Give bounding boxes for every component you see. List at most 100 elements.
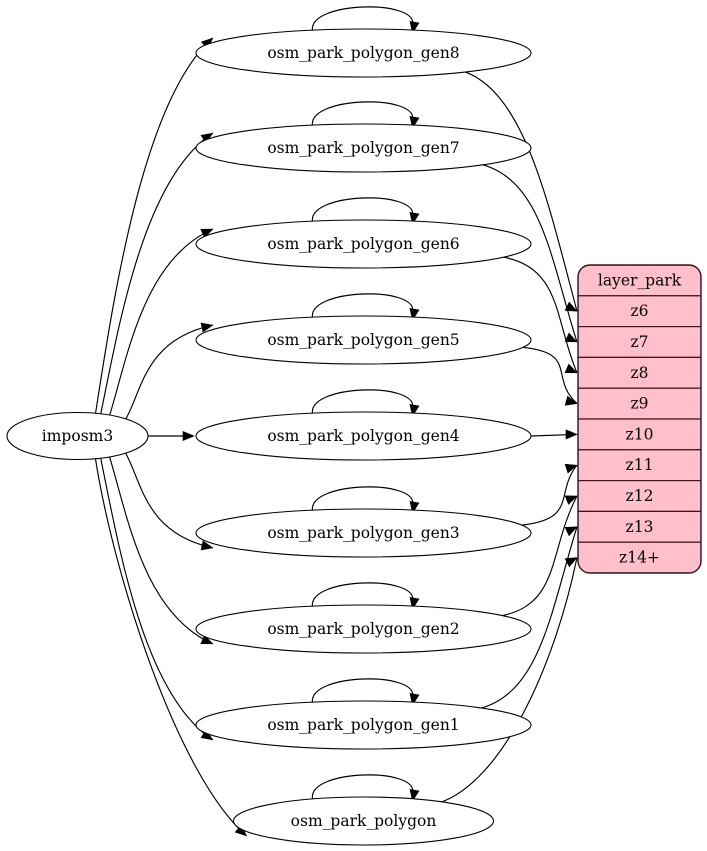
self-loop-path-gen7	[311, 101, 414, 127]
node-label-gen3: osm_park_polygon_gen3	[267, 524, 459, 542]
self-loop-path-gen4	[311, 389, 414, 415]
node-label-imposm3: imposm3	[42, 427, 113, 445]
edge-imposm3-to-gen1	[99, 457, 214, 741]
arrowhead-imposm3-to-gen2	[200, 634, 214, 645]
table-row-label-z13: z13	[626, 518, 654, 536]
node-ellipse-imposm3[interactable]	[6, 411, 149, 461]
node-label-gen2: osm_park_polygon_gen2	[267, 620, 459, 638]
edge-base-to-z14+	[439, 557, 578, 804]
table-row-z11[interactable]: z11	[578, 449, 701, 482]
table-row-label-z6: z6	[630, 302, 648, 320]
table-row-label-z8: z8	[630, 364, 648, 382]
table-row-label-z14+: z14+	[619, 549, 660, 567]
node-ellipse-gen3[interactable]	[195, 508, 532, 558]
arrowhead-gen4-to-row	[565, 429, 578, 440]
node-ellipse-gen2[interactable]	[195, 604, 532, 654]
edge-imposm3-to-base	[94, 457, 247, 837]
table-row-z12[interactable]: z12	[578, 480, 701, 513]
node-ellipse-base[interactable]	[232, 796, 495, 846]
table-row-rect-z9[interactable]	[578, 387, 701, 420]
node-ellipse-gen6[interactable]	[195, 219, 532, 269]
node-gen8[interactable]: osm_park_polygon_gen8	[195, 28, 532, 78]
table-row-z10[interactable]: z10	[578, 418, 701, 451]
node-ellipse-gen7[interactable]	[195, 123, 532, 173]
node-gen5[interactable]: osm_park_polygon_gen5	[195, 315, 532, 365]
table-row-label-z11: z11	[626, 456, 654, 474]
arrowhead-gen3-to-row	[564, 463, 578, 474]
self-loop-path-base	[311, 774, 414, 800]
table-header-label: layer_park	[598, 271, 682, 289]
node-label-gen4: osm_park_polygon_gen4	[267, 427, 459, 445]
table-row-z8[interactable]: z8	[578, 356, 701, 389]
arrowhead-gen2-to-row	[564, 495, 578, 505]
edges-layer	[94, 6, 578, 837]
table-row-label-z10: z10	[626, 425, 654, 443]
edge-gen8-to-z6	[462, 70, 578, 312]
node-gen3[interactable]: osm_park_polygon_gen3	[195, 508, 532, 558]
node-ellipse-gen4[interactable]	[195, 411, 532, 461]
self-loop-path-gen8	[311, 6, 414, 32]
table-row-z9[interactable]: z9	[578, 387, 701, 420]
self-loop-path-gen1	[311, 678, 414, 704]
node-gen4[interactable]: osm_park_polygon_gen4	[195, 411, 532, 461]
layer-table: layer_park z6 z7 z8 z9 z10 z11 z12 z13 z14+	[577, 264, 702, 574]
self-loop-path-gen6	[311, 197, 414, 223]
node-gen2[interactable]: osm_park_polygon_gen2	[195, 604, 532, 654]
self-loop-path-gen2	[311, 582, 414, 608]
self-loop-path-gen5	[311, 293, 414, 319]
node-gen6[interactable]: osm_park_polygon_gen6	[195, 219, 532, 269]
table-row-rect-z6[interactable]	[578, 295, 701, 328]
node-gen1[interactable]: osm_park_polygon_gen1	[195, 700, 532, 750]
table-row-z14+[interactable]: z14+	[578, 541, 701, 573]
table-row-rect-z8[interactable]	[578, 356, 701, 389]
node-label-base: osm_park_polygon	[291, 812, 437, 830]
arrowhead-base-to-row	[564, 557, 578, 568]
node-base[interactable]: osm_park_polygon	[232, 796, 495, 846]
arrowhead-gen8-to-row	[564, 301, 578, 312]
table-row-z7[interactable]: z7	[578, 326, 701, 359]
node-ellipse-gen1[interactable]	[195, 700, 532, 750]
self-loop-arrowhead-base	[409, 788, 420, 802]
edge-imposm3-to-gen3	[123, 450, 213, 549]
table-row-label-z12: z12	[626, 487, 654, 505]
table-header[interactable]: layer_park	[578, 265, 701, 297]
node-label-gen5: osm_park_polygon_gen5	[267, 331, 459, 349]
edge-imposm3-to-gen5	[123, 324, 213, 422]
arrowhead-gen7-to-row	[564, 332, 578, 343]
node-label-gen8: osm_park_polygon_gen8	[267, 44, 459, 62]
table-row-label-z9: z9	[630, 395, 648, 413]
node-ellipse-gen5[interactable]	[195, 315, 532, 365]
self-loop-base	[311, 774, 420, 802]
node-label-gen1: osm_park_polygon_gen1	[267, 716, 459, 734]
nodes-layer: osm_park_polygon_gen8 osm_park_polygon_ge…	[6, 28, 532, 846]
edge-gen3-to-z11	[517, 464, 578, 527]
edge-imposm3-to-gen2	[108, 455, 213, 645]
edge-gen7-to-z7	[479, 163, 578, 343]
node-ellipse-gen8[interactable]	[195, 28, 532, 78]
arrowhead-gen1-to-row	[564, 526, 578, 537]
table-row-label-z7: z7	[630, 333, 648, 351]
table-rows: layer_park z6 z7 z8 z9 z10 z11 z12 z13 z14+	[578, 265, 701, 573]
self-loop-path-gen3	[311, 486, 414, 512]
edge-gen1-to-z13	[478, 526, 578, 710]
edge-gen6-to-z8	[500, 255, 578, 374]
arrowhead-gen5-to-row	[564, 395, 578, 406]
edge-gen5-to-z9	[518, 346, 578, 405]
edge-imposm3-to-gen6	[108, 228, 213, 417]
arrowhead-imposm3-to-gen4	[182, 430, 195, 442]
table-row-z13[interactable]: z13	[578, 510, 701, 543]
arrowhead-imposm3-to-gen5	[200, 322, 214, 333]
table-row-rect-z14+[interactable]	[578, 541, 701, 573]
node-label-gen6: osm_park_polygon_gen6	[267, 235, 459, 253]
node-imposm3[interactable]: imposm3	[6, 411, 149, 461]
edge-imposm3-to-gen8	[94, 37, 214, 415]
table-outline	[577, 264, 702, 574]
edge-gen2-to-z12	[498, 495, 578, 617]
node-gen7[interactable]: osm_park_polygon_gen7	[195, 123, 532, 173]
arrowhead-imposm3-to-gen3	[200, 540, 214, 551]
table-row-z6[interactable]: z6	[578, 295, 701, 328]
arrowhead-imposm3-to-gen6	[200, 228, 214, 239]
node-label-gen7: osm_park_polygon_gen7	[267, 139, 459, 157]
